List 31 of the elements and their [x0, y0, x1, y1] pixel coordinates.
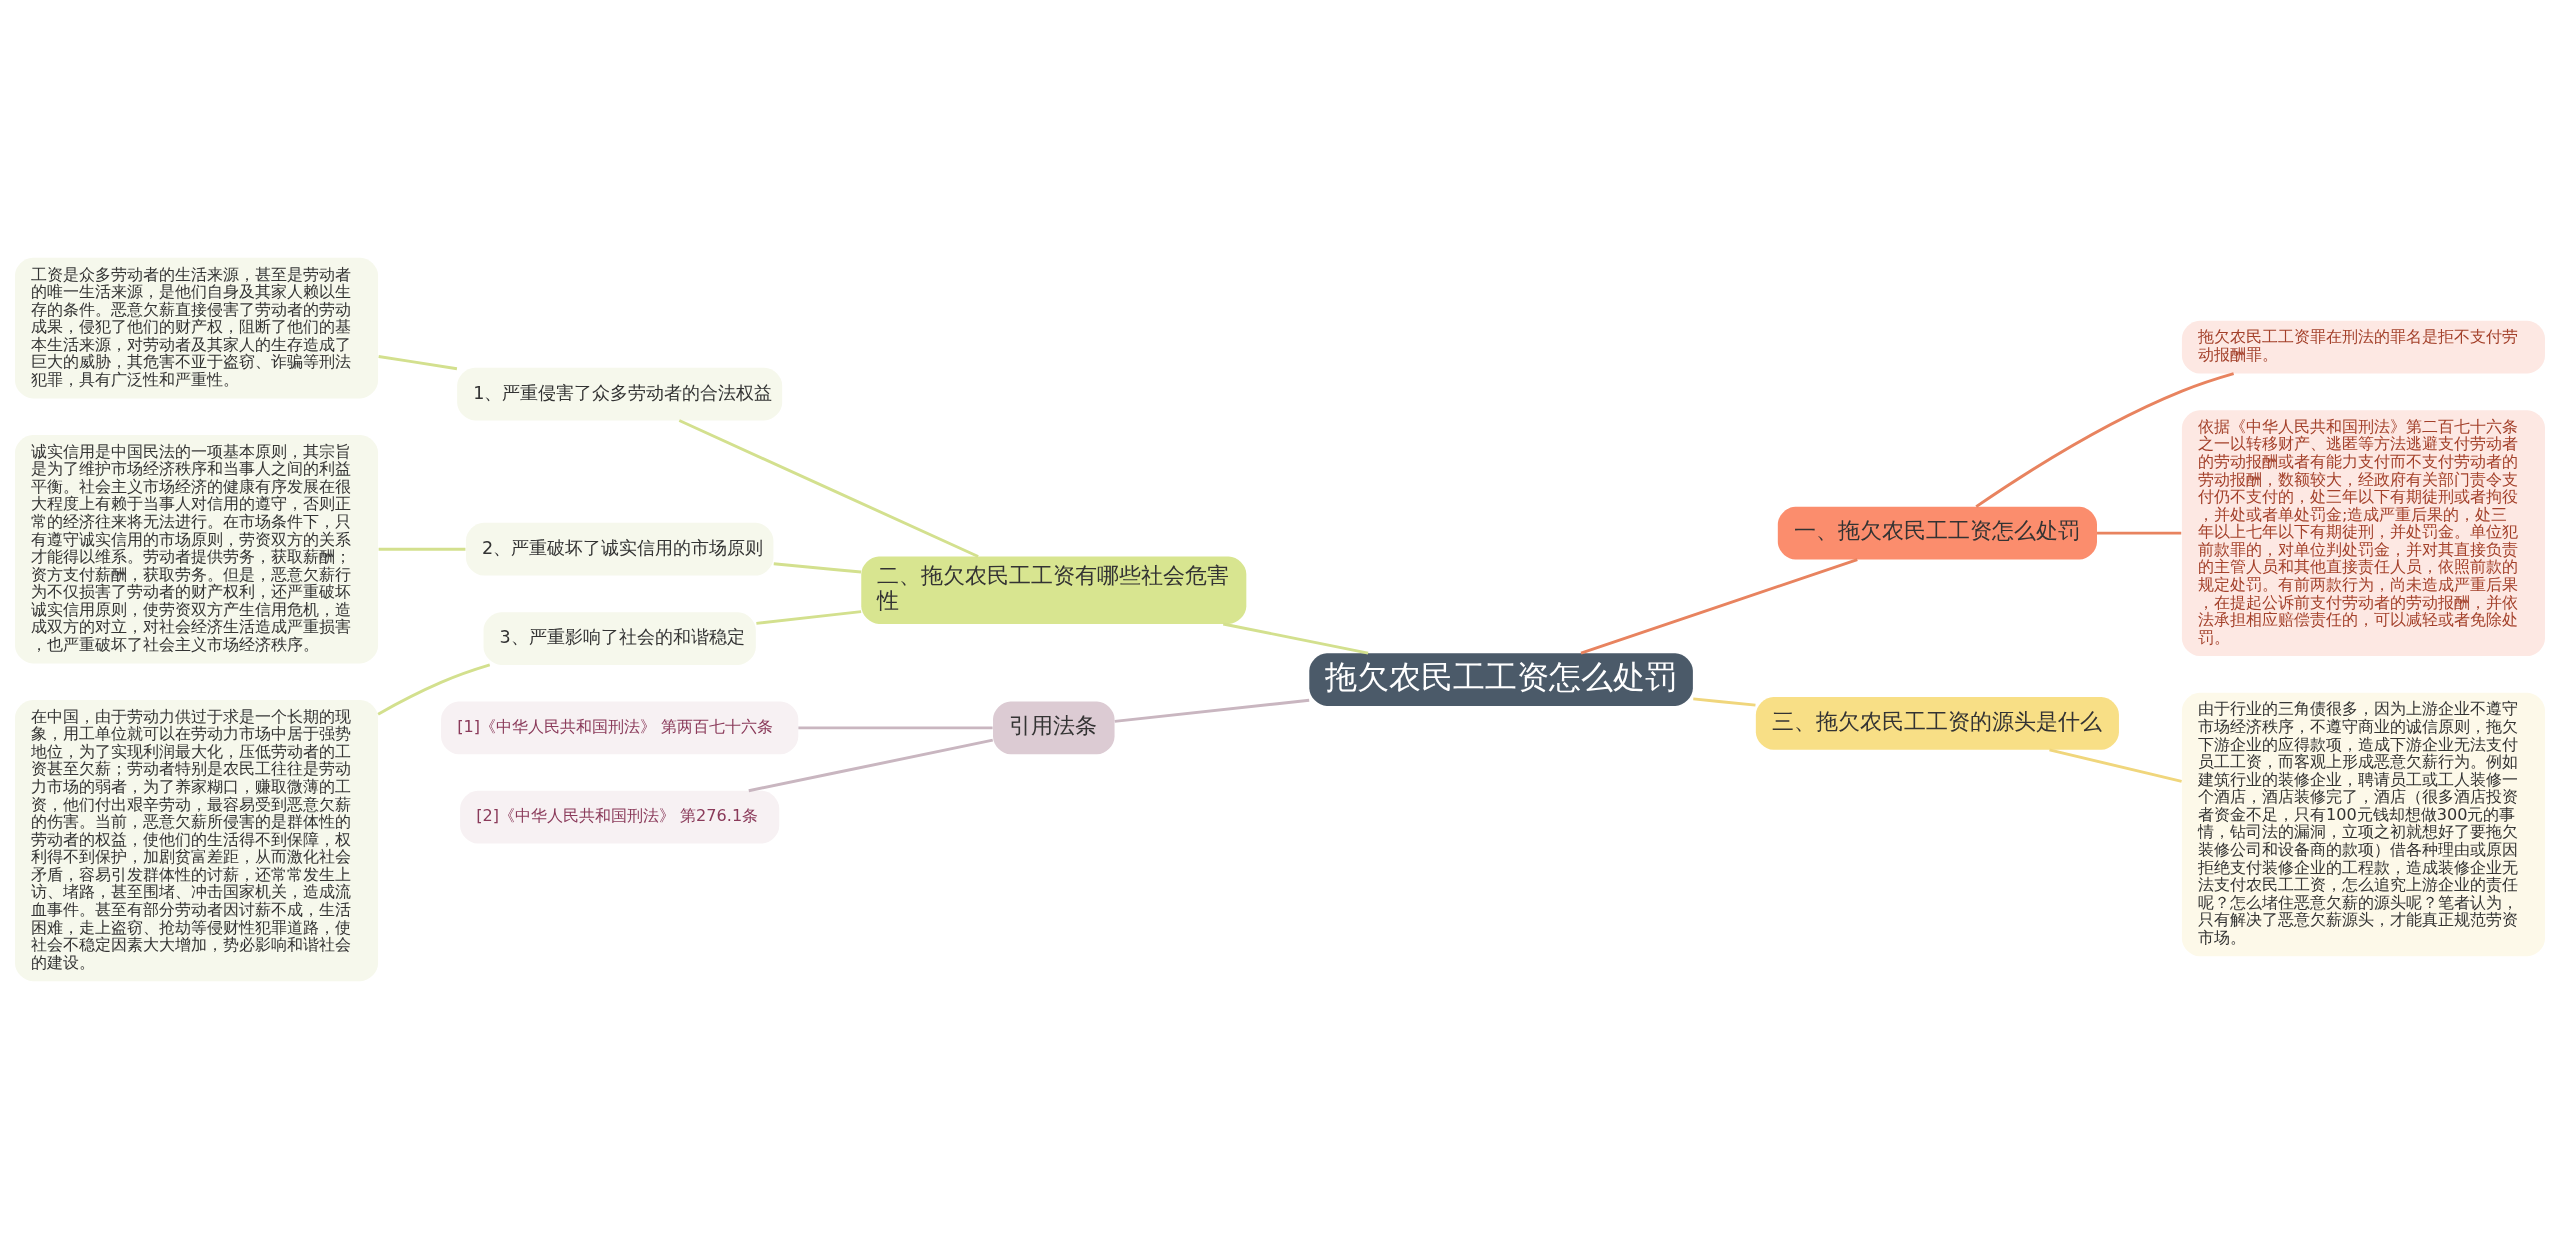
- node-box: 一、拖欠农民工工资怎么处罚: [1777, 506, 2097, 559]
- connector: [2049, 747, 2182, 783]
- connector: [378, 547, 466, 551]
- connector: [1975, 371, 2235, 508]
- connector: [748, 738, 993, 792]
- node-box: 在中国，由于劳动力供过于求是一个长期的现象，用工单位就可以在劳动力市场中居于强势地位，为了实现利润最大化，压低劳动者的工资甚至欠薪；劳动者特别是农民工往往是劳动力市场的弱者，为了养家糊口，赚取微薄的工资，他们付出艰辛劳动，最容易受到恶意欠薪的伤害。当前，恶意欠薪所侵害的是群体性的劳动者的权益，使他们的生活得不到保障，权利得不到保护，加剧贫富差距，从而激化社会矛盾，容易引发群体性的讨薪，还常常发生上访、堵路，甚至围堵、冲击国家机关，造成流血事件。甚至有部分劳动者因讨薪不成，生活困难，走上盗窃、抢劫等侵财性犯罪道路，使社会不稳定因素大大增加，势必影响和谐社会的建设。: [15, 699, 379, 981]
- connector: [1693, 696, 1756, 707]
- node-box: [1]《中华人民共和国刑法》 第两百七十六条: [441, 701, 799, 754]
- node-box: 拖欠农民工工资怎么处罚: [1309, 652, 1693, 706]
- node-box: 1、严重侵害了众多劳动者的合法权益: [457, 367, 783, 420]
- connector: [678, 418, 979, 558]
- node-box: [2]《中华人民共和国刑法》 第276.1条: [460, 790, 780, 843]
- node-box: 由于行业的三角债很多，因为上游企业不遵守市场经济秩序，不遵守商业的诚信原则，拖欠下游企业的应得款项，造成下游企业无法支付员工工资，而客观上形成恶意欠薪行为。例如建筑行业的装修企业，聘请员工或工人装修一个酒店，酒店装修完了，酒店（很多酒店投资者资金不足，只有100元钱却想做300元的事情，钻司法的漏洞，立项之初就想好了要拖欠装修公司和设备商的款项）借各种理由或原因拒绝支付装修企业的工程款，造成装修企业无法支付农民工工资，怎么追究上游企业的责任呢？怎么堵住恶意欠薪的源头呢？笔者认为，只有解决了恶意欠薪源头，才能真正规范劳资市场。: [2181, 692, 2545, 956]
- connector: [798, 725, 993, 729]
- connector: [1580, 557, 1858, 654]
- node-box: 2、严重破坏了诚实信用的市场原则: [465, 522, 774, 576]
- connector: [773, 561, 862, 573]
- node-box: 拖欠农民工工资罪在刑法的罪名是拒不支付劳动报酬罪。: [2181, 320, 2545, 373]
- connector: [378, 354, 458, 370]
- connector: [1222, 622, 1369, 655]
- node-box: 工资是众多劳动者的生活来源，甚至是劳动者的唯一生活来源，是他们自身及其家人赖以生存的条件。恶意欠薪直接侵害了劳动者的劳动成果，侵犯了他们的财产权，阻断了他们的基本生活来源，对劳动者及其家人的生存造成了巨大的威胁，其危害不亚于盗窃、诈骗等刑法犯罪，具有广泛性和严重性。: [15, 257, 379, 398]
- connector: [377, 663, 491, 715]
- connector: [756, 609, 862, 625]
- node-box: 引用法条: [993, 701, 1115, 754]
- node-box: 诚实信用是中国民法的一项基本原则，其宗旨是为了维护市场经济秩序和当事人之间的利益平衡。社会主义市场经济的健康有序发展在很大程度上有赖于当事人对信用的遵守，否则正常的经济往来将无法进行。在市场条件下，只有遵守诚实信用的市场原则，劳资双方的关系才能得以维系。劳动者提供劳务，获取薪酬；资方支付薪酬，获取劳务。但是，恶意欠薪行为不仅损害了劳动者的财产权利，还严重破坏诚实信用原则，使劳资双方产生信用危机，造成双方的对立，对社会经济生活造成严重损害，也严重破坏了社会主义市场经济秩序。: [15, 434, 379, 663]
- connector: [2097, 531, 2182, 535]
- node-box: 3、严重影响了社会的和谐稳定: [483, 611, 756, 665]
- node-box: 二、拖欠农民工工资有哪些社会危害性: [861, 556, 1247, 624]
- node-box: 三、拖欠农民工工资的源头是什么: [1755, 696, 2119, 750]
- node-box: 依据《中华人民共和国刑法》第二百七十六条之一以转移财产、逃匿等方法逃避支付劳动者的劳动报酬或者有能力支付而不支付劳动者的劳动报酬，数额较大，经政府有关部门责令支付仍不支付的，处三年以下有期徒刑或者拘役，并处或者单处罚金;造成严重后果的，处三年以上七年以下有期徒刑，并处罚金。单位犯前款罪的，对单位判处罚金，并对其直接负责的主管人员和其他直接责任人员，依照前款的规定处罚。有前两款行为，尚未造成严重后果，在提起公诉前支付劳动者的劳动报酬，并依法承担相应赔偿责任的，可以减轻或者免除处罚。: [2181, 409, 2545, 656]
- connector: [1114, 698, 1310, 723]
